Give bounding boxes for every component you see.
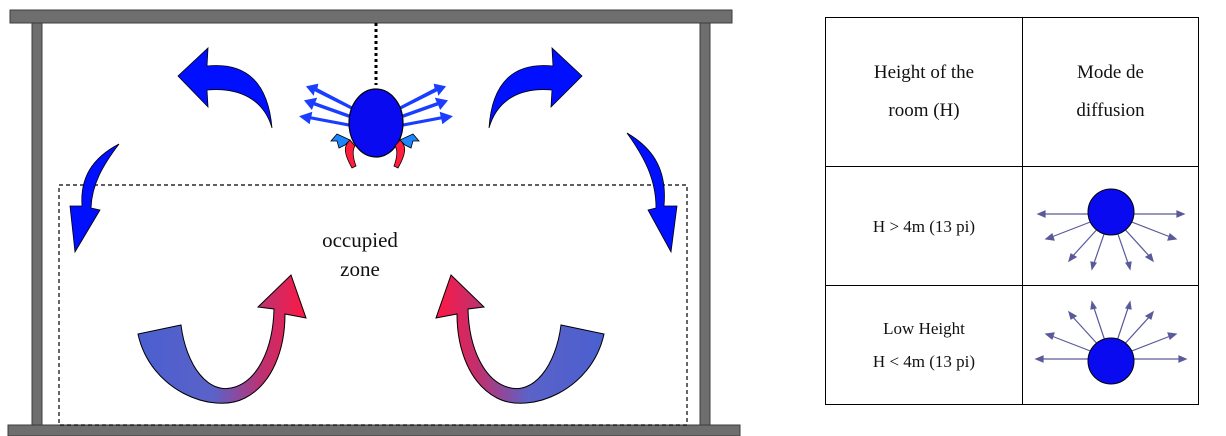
airflow-arrow-wall-right — [626, 132, 678, 254]
airflow-arrow-top-right — [488, 47, 583, 129]
height-cell: Low Height H < 4m (13 pi) — [825, 285, 1023, 405]
ceiling-diffuser — [348, 88, 404, 158]
mode-cell — [1022, 285, 1199, 405]
airflow-arrow-top-left — [177, 47, 273, 129]
table-header-row: Height of the room (H) Mode de diffusion — [825, 17, 1199, 167]
height-label: H > 4m (13 pi) — [872, 216, 976, 236]
table-row: H > 4m (13 pi) — [825, 166, 1199, 286]
diffusion-downward-icon — [1035, 188, 1186, 271]
height-label-line2: H < 4m (13 pi) — [872, 352, 976, 371]
height-cell: H > 4m (13 pi) — [825, 166, 1023, 286]
header-mode-line1: Mode de — [1076, 62, 1144, 83]
header-height-line1: Height of the — [873, 62, 975, 83]
height-label-line1: Low Height — [883, 319, 965, 338]
header-height: Height of the room (H) — [825, 17, 1023, 167]
zone-label-line2: zone — [340, 257, 380, 281]
left-wall — [31, 22, 43, 426]
diffusion-mode-table: Height of the room (H) Mode de diffusion… — [825, 17, 1199, 405]
convection-arrow-left — [137, 274, 307, 404]
header-mode: Mode de diffusion — [1022, 17, 1199, 167]
occupied-zone-label: occupied zone — [300, 226, 420, 284]
header-height-line2: room (H) — [888, 100, 960, 121]
right-wall — [699, 22, 711, 426]
table-row: Low Height H < 4m (13 pi) — [825, 285, 1199, 405]
occupied-zone-boundary — [58, 184, 688, 426]
mode-cell — [1022, 166, 1199, 286]
diffusion-upward-icon — [1033, 300, 1188, 385]
ceiling — [9, 9, 733, 24]
convection-arrow-right — [435, 274, 605, 404]
return-air-left — [330, 133, 357, 169]
diffuser-jets-right — [387, 82, 456, 130]
diffuser-jets-left — [296, 82, 365, 130]
header-mode-line2: diffusion — [1076, 100, 1145, 121]
room-airflow-diagram — [7, 9, 741, 436]
return-air-right — [393, 133, 420, 169]
floor — [7, 424, 741, 436]
zone-label-line1: occupied — [322, 228, 398, 252]
airflow-arrow-wall-left — [69, 143, 120, 254]
